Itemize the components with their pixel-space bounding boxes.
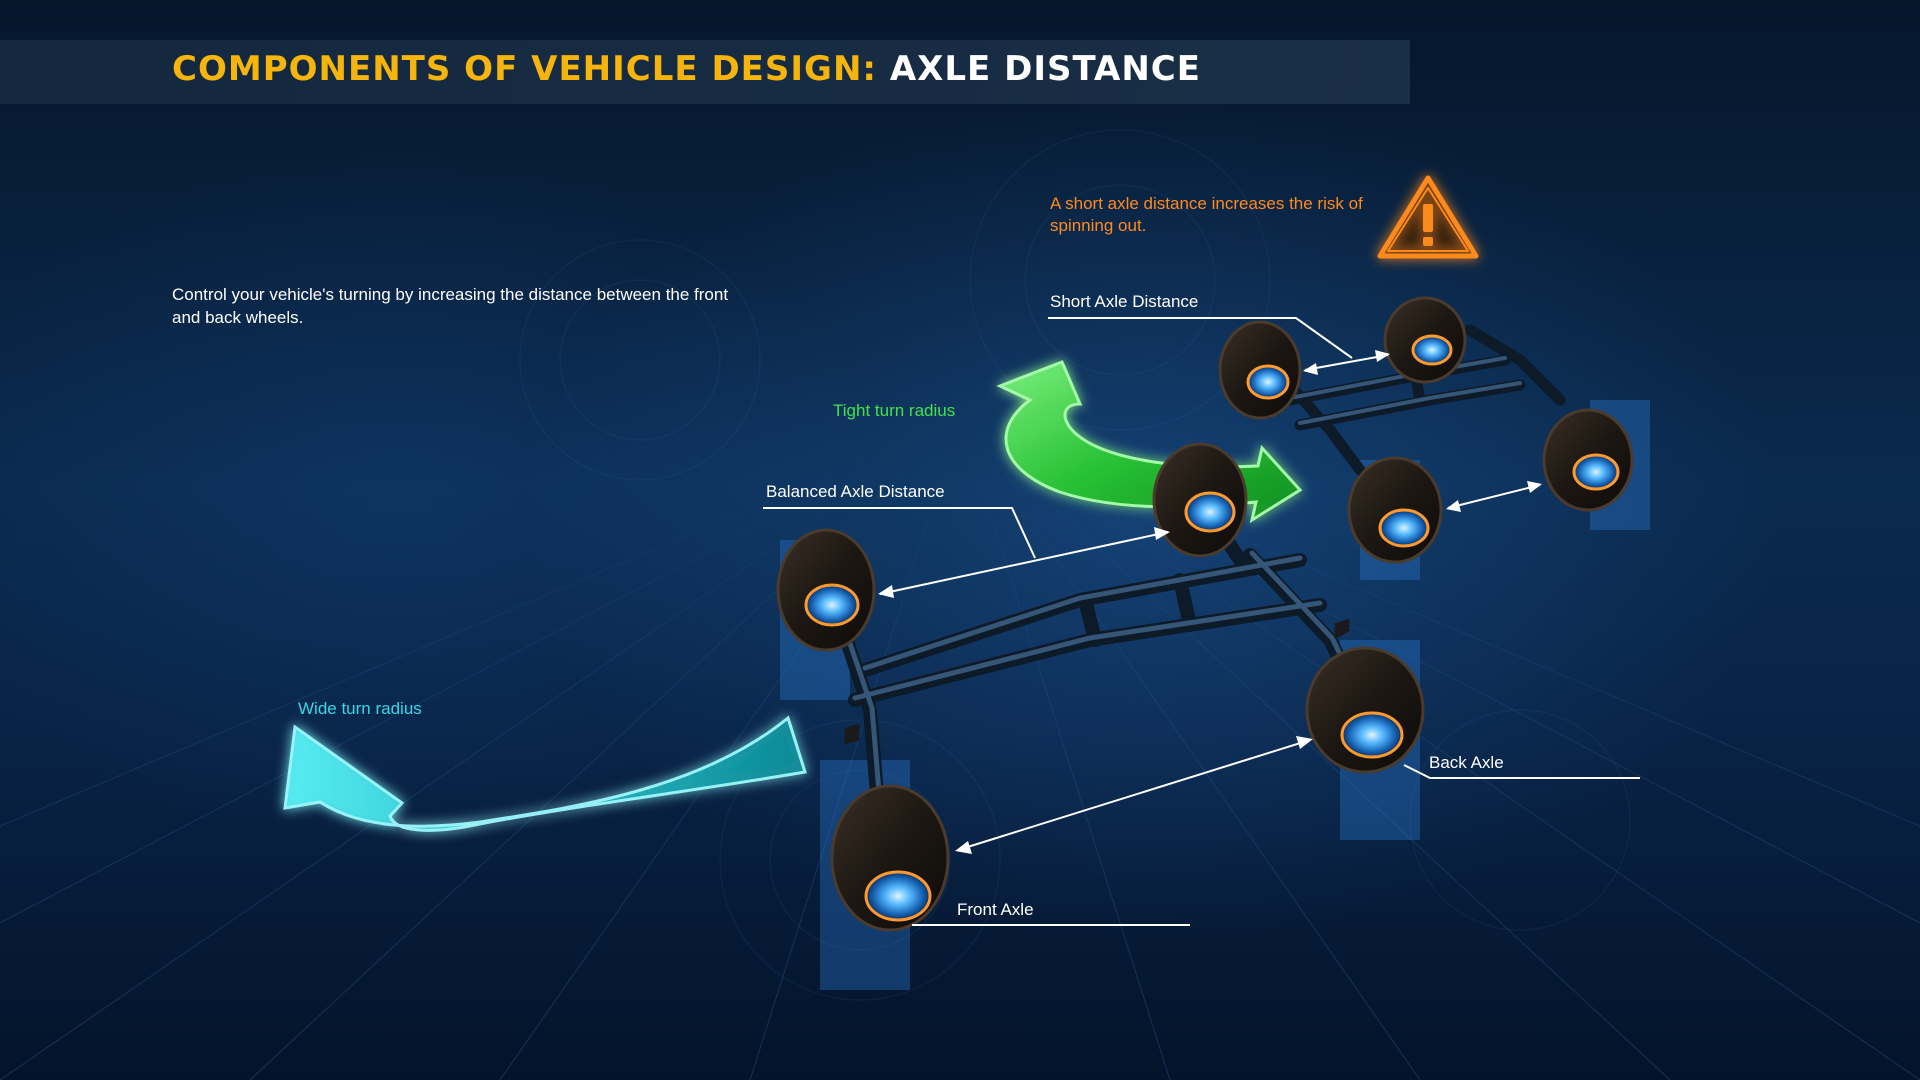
- tight-turn-radius-label: Tight turn radius: [833, 401, 956, 420]
- callout-lines: [763, 317, 1640, 926]
- front-left-wheel: [776, 528, 876, 652]
- short-back-left-wheel: [1383, 296, 1467, 384]
- short-front-right-wheel: [1347, 456, 1443, 564]
- balanced-axle-distance-label: Balanced Axle Distance: [766, 482, 945, 501]
- back-right-wheel: [1305, 646, 1425, 774]
- title-bar: [0, 40, 1410, 104]
- front-axle-label: Front Axle: [957, 900, 1034, 919]
- title-prefix: COMPONENTS OF VEHICLE DESIGN:: [172, 49, 877, 89]
- back-axle-label: Back Axle: [1429, 753, 1504, 772]
- measurement-arrows: [878, 350, 1542, 854]
- intro-text: Control your vehicle's turning by increa…: [172, 285, 729, 327]
- short-front-left-wheel: [1218, 320, 1302, 420]
- title-suffix: AXLE DISTANCE: [889, 49, 1201, 89]
- balanced-vehicle: [833, 523, 1367, 837]
- warning-text: A short axle distance increases the risk…: [1050, 194, 1363, 235]
- wide-turn-radius-label: Wide turn radius: [298, 699, 422, 718]
- front-right-wheel: [830, 784, 950, 932]
- page-title: COMPONENTS OF VEHICLE DESIGN: AXLE DISTA…: [172, 49, 1201, 89]
- back-left-wheel: [1152, 442, 1248, 558]
- short-axle-distance-label: Short Axle Distance: [1050, 292, 1199, 311]
- wide-turn-arrow: [283, 715, 807, 832]
- warning-triangle-icon: [1377, 175, 1479, 259]
- short-back-right-wheel: [1542, 408, 1634, 512]
